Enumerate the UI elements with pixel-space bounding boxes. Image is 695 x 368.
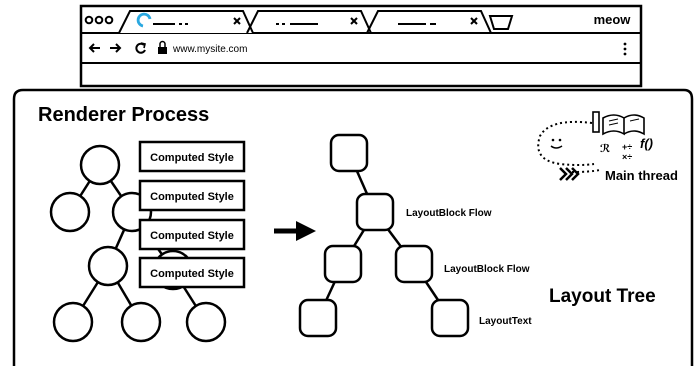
window-title: meow — [594, 12, 632, 27]
layout-node — [430, 298, 470, 338]
renderer-process-panel — [12, 88, 694, 366]
tab-2[interactable] — [246, 10, 372, 34]
dom-node — [120, 301, 162, 343]
close-tab-icon[interactable] — [233, 17, 241, 25]
tab-3[interactable] — [366, 10, 492, 34]
menu-icon[interactable] — [623, 42, 627, 56]
dom-node — [87, 245, 129, 287]
layout-label: LayoutText — [479, 316, 532, 327]
layout-node — [394, 244, 434, 284]
new-tab-button[interactable] — [488, 15, 514, 30]
layout-label: LayoutBlock Flow — [406, 208, 492, 219]
chevrons-icon — [559, 167, 580, 181]
dom-node — [79, 144, 121, 186]
svg-text:Computed Style: Computed Style — [150, 230, 234, 242]
window-controls[interactable] — [84, 15, 114, 25]
url-text[interactable]: www.mysite.com — [172, 44, 247, 55]
forward-arrow-icon[interactable] — [110, 43, 122, 53]
computed-style-label: Computed Style — [138, 256, 246, 289]
svg-text:+÷: +÷ — [622, 142, 632, 152]
layout-tree-title: Layout Tree — [549, 286, 656, 307]
browser-window: meow www.mysite.com — [79, 4, 643, 88]
computed-style-label: Computed Style — [138, 218, 246, 251]
layout-label: LayoutBlock Flow — [444, 264, 530, 275]
dom-node — [185, 301, 227, 343]
computed-style-label: Computed Style — [138, 140, 246, 173]
svg-text:f(): f() — [640, 136, 653, 151]
main-thread-label: Main thread — [605, 168, 678, 183]
close-tab-icon[interactable] — [470, 17, 478, 25]
dom-node — [52, 301, 94, 343]
svg-text:Computed Style: Computed Style — [150, 268, 234, 280]
svg-text:×÷: ×÷ — [622, 152, 632, 162]
face-icon — [550, 138, 563, 149]
right-arrow-icon — [274, 221, 316, 241]
book-icon — [592, 111, 645, 136]
loading-spinner-icon — [136, 12, 152, 28]
close-tab-icon[interactable] — [350, 17, 358, 25]
function-icon: f() — [640, 136, 653, 151]
back-arrow-icon[interactable] — [88, 43, 100, 53]
layout-node — [329, 133, 369, 173]
tab-1[interactable] — [118, 10, 254, 34]
svg-text:Computed Style: Computed Style — [150, 191, 234, 203]
math-symbols-icon: ℛ +÷ ×÷ — [600, 142, 632, 162]
renderer-process-title: Renderer Process — [38, 104, 209, 126]
layout-node — [298, 298, 338, 338]
svg-text:Computed Style: Computed Style — [150, 152, 234, 164]
dom-node — [49, 191, 91, 233]
lock-icon — [158, 40, 167, 54]
svg-text:ℛ: ℛ — [600, 143, 611, 155]
computed-style-label: Computed Style — [138, 179, 246, 212]
reload-icon[interactable] — [135, 42, 146, 54]
layout-tree — [298, 133, 470, 338]
layout-node — [323, 244, 363, 284]
main-thread-illustration: ℛ +÷ ×÷ f() Main thread — [537, 111, 678, 183]
layout-node — [355, 192, 395, 232]
